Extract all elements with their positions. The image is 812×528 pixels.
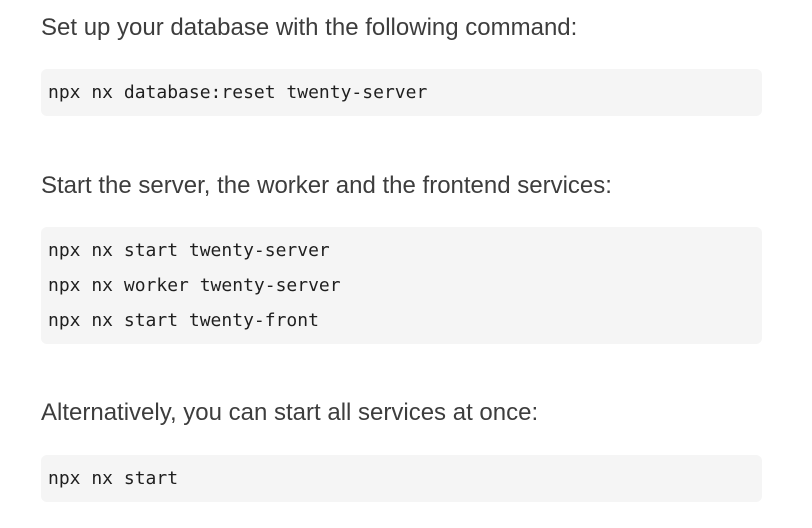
code-line: npx nx database:reset twenty-server <box>48 82 428 103</box>
code-line: npx nx start twenty-server <box>48 240 330 261</box>
code-line: npx nx start <box>48 468 179 489</box>
instruction-start-all: Alternatively, you can start all service… <box>41 399 539 426</box>
code-line: npx nx start twenty-front <box>48 310 319 331</box>
instruction-database-setup: Set up your database with the following … <box>41 14 578 41</box>
code-block-start-all[interactable]: npx nx start <box>41 455 762 502</box>
instruction-start-services: Start the server, the worker and the fro… <box>41 172 612 199</box>
code-line: npx nx worker twenty-server <box>48 275 341 296</box>
code-block-start-services[interactable]: npx nx start twenty-server npx nx worker… <box>41 227 762 344</box>
code-block-database-reset[interactable]: npx nx database:reset twenty-server <box>41 69 762 116</box>
